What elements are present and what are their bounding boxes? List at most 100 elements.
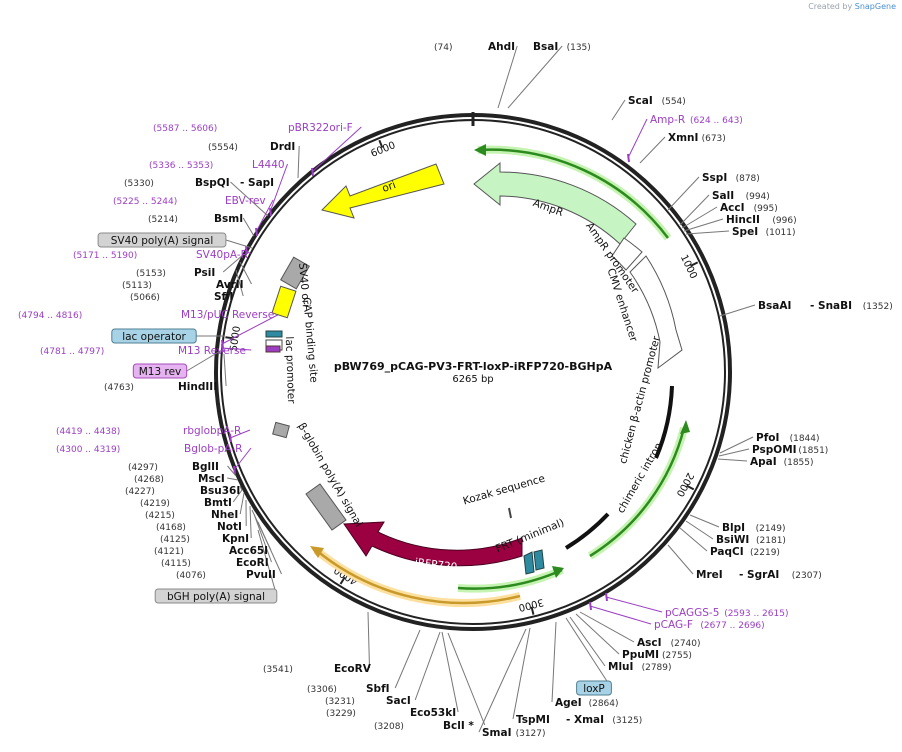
chicken-actin-promoter-feature <box>654 385 674 459</box>
scale-tick-label: 2000 <box>674 471 696 499</box>
primer-label: L4440 <box>252 159 285 171</box>
leader-lines <box>186 45 756 733</box>
leader-line <box>221 347 252 351</box>
leader-line <box>239 492 245 515</box>
lac-operator-box <box>265 330 283 338</box>
leader-line <box>611 99 626 121</box>
leader-line <box>565 617 612 689</box>
enzyme-label: SbfI <box>366 683 390 695</box>
leader-line <box>667 176 700 211</box>
site-position: (4125) <box>160 535 190 545</box>
credit-prefix: Created by <box>808 2 853 11</box>
scale-tick-label: 6000 <box>369 140 397 160</box>
enzyme-label: Acc65I <box>229 545 268 557</box>
feature-box <box>576 680 612 696</box>
site-position: (5113) <box>122 281 152 291</box>
leader-line <box>685 520 714 540</box>
site-position: (4781 .. 4797) <box>40 347 104 357</box>
leader-line <box>667 544 694 575</box>
enzyme-label: BsmI <box>214 213 243 225</box>
site-position: (4115) <box>161 559 191 569</box>
site-position: (1011) <box>766 228 796 238</box>
enzyme-label: PfoI <box>756 432 779 444</box>
feature-label: iRFP720 <box>414 556 458 573</box>
site-position: (5587 .. 5606) <box>153 124 217 134</box>
feature-label: FRT (minimal) <box>494 517 566 555</box>
orange-arrowhead <box>310 546 324 558</box>
leader-line <box>223 353 227 387</box>
feature-box-label: bGH poly(A) signal <box>167 591 265 603</box>
credit: Created by SnapGene <box>808 2 896 11</box>
site-position: (4268) <box>134 475 164 485</box>
site-position: (5171 .. 5190) <box>73 251 137 261</box>
scale-tick-mark <box>378 139 384 148</box>
leader-line <box>239 485 243 491</box>
leader-line <box>222 253 245 273</box>
chimeric-intron-feature <box>564 512 610 550</box>
leader-line <box>269 163 288 213</box>
enzyme-label: BlpI <box>722 522 745 534</box>
leader-line <box>230 181 269 217</box>
snapgene-logo: SnapGene <box>854 2 896 11</box>
leader-line <box>447 632 486 726</box>
ampr-promoter-feature <box>611 237 643 271</box>
site-position: (554) <box>662 97 686 107</box>
enzyme-label: AccI <box>720 202 744 214</box>
leader-line <box>718 448 750 457</box>
enzyme-label: NheI <box>211 509 238 521</box>
enzyme-label: AgeI <box>555 697 582 709</box>
site-position: (3125) <box>612 716 642 726</box>
intron-arrowhead <box>680 420 690 434</box>
primer-site-mark <box>311 167 314 177</box>
enzyme-label: - SapI <box>240 177 274 189</box>
plasmid-size: 6265 bp <box>452 374 493 385</box>
site-position: (4219) <box>140 499 170 509</box>
site-position: (135) <box>567 43 591 53</box>
primer-label: pBR322ori-F <box>288 122 353 134</box>
frt-arrow <box>523 551 535 575</box>
enzyme-label: Bsu36I <box>200 485 240 497</box>
site-position: (3231) <box>325 697 355 707</box>
intron-line <box>589 427 686 558</box>
enzyme-label: BmtI <box>204 497 232 509</box>
bgh-polya-feature <box>305 483 347 531</box>
leader-line <box>685 230 730 235</box>
primer-site-mark <box>221 343 224 353</box>
feature-box-label: loxP <box>583 683 605 695</box>
primer-site-mark <box>255 227 258 237</box>
scale-tick-mark <box>690 261 699 267</box>
site-labels: ScaI(554)Amp-R(624 .. 643)XmnI(673)SspI(… <box>18 41 893 739</box>
site-position: (5153) <box>136 269 166 279</box>
irfp720-feature <box>343 521 523 567</box>
leader-line <box>478 628 527 733</box>
primer-label: pCAG-F <box>654 619 693 631</box>
enzyme-label: HincII <box>726 214 760 226</box>
site-position: (4794 .. 4816) <box>18 311 82 321</box>
enzyme-label: EcoRV <box>334 663 372 675</box>
site-position: (995) <box>754 204 778 214</box>
scale-tick-label: 3000 <box>517 596 544 613</box>
feature-box-label: lac operator <box>122 331 186 343</box>
enzyme-label: BclI * <box>443 720 474 732</box>
enzyme-label: TspMI <box>516 714 550 726</box>
leader-line <box>249 505 252 539</box>
leader-line <box>257 529 278 597</box>
feature-label: lac promoter <box>283 336 297 404</box>
site-position: (1851) <box>798 446 828 456</box>
enzyme-label: - SnaBI <box>810 300 852 312</box>
site-position: (5554) <box>208 143 238 153</box>
plasmid-name: pBW769_pCAG-PV3-FRT-loxP-iRFP720-BGHpA <box>334 360 613 373</box>
sv40-polya-feature <box>280 256 310 290</box>
enzyme-label: ApaI <box>750 456 777 468</box>
feature-label: ori <box>381 179 398 195</box>
site-position: (2307) <box>792 571 822 581</box>
site-position: (2755) <box>662 651 692 661</box>
ampr-orf-arrowhead <box>474 144 486 156</box>
feature-box <box>132 363 188 379</box>
enzyme-label: XmnI <box>668 132 698 144</box>
site-position: (1855) <box>784 458 814 468</box>
enzyme-label: AhdI <box>488 41 515 53</box>
enzyme-label: - SgrAI <box>739 569 779 581</box>
leader-line <box>221 313 280 345</box>
